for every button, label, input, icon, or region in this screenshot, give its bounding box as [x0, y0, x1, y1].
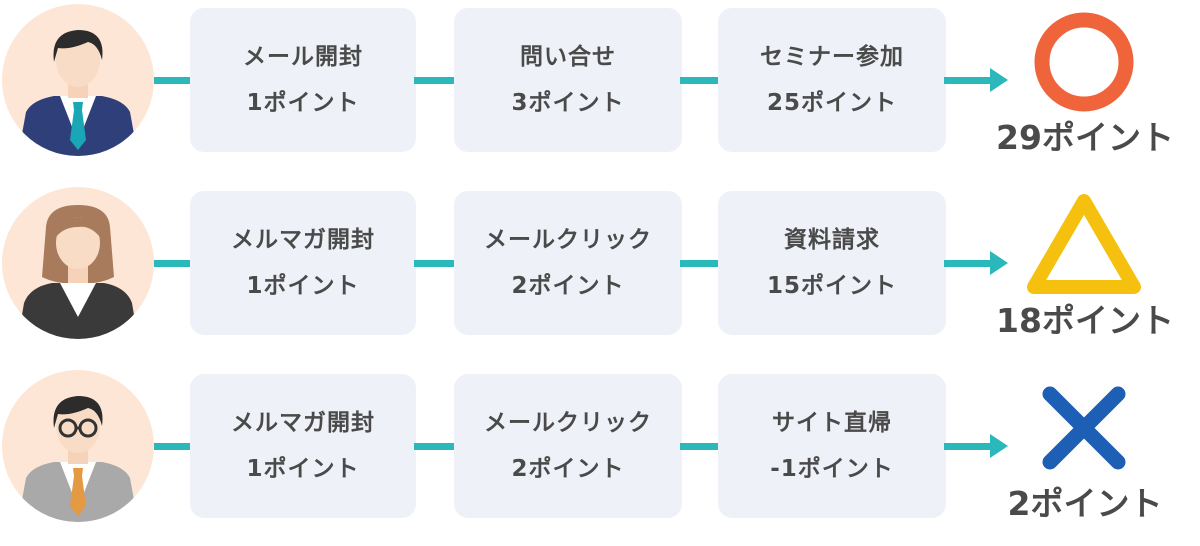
cross-mark-icon — [1022, 366, 1146, 490]
step-action: メール開封 — [243, 44, 363, 70]
step-box: 資料請求 15ポイント — [718, 191, 946, 335]
connector-line — [680, 443, 722, 450]
connector-line — [944, 260, 994, 267]
connector-line — [680, 260, 722, 267]
connector-line — [154, 260, 192, 267]
step-box: メルマガ開封 1ポイント — [190, 191, 416, 335]
journey-row-2: メルマガ開封 1ポイント メールクリック 2ポイント 資料請求 15ポイント 1… — [0, 183, 1200, 343]
connector-line — [414, 77, 456, 84]
step-points: 2ポイント — [511, 273, 625, 299]
connector-line — [154, 77, 192, 84]
total-score: 2ポイント — [1007, 484, 1163, 523]
step-action: 問い合せ — [520, 44, 616, 70]
step-box: サイト直帰 -1ポイント — [718, 374, 946, 518]
step-points: 1ポイント — [246, 456, 360, 482]
connector-line — [944, 443, 994, 450]
glasses-man-avatar-icon — [2, 370, 154, 522]
step-action: メルマガ開封 — [231, 410, 375, 436]
arrow-right-icon — [990, 68, 1008, 92]
arrow-right-icon — [990, 251, 1008, 275]
journey-row-1: メール開封 1ポイント 問い合せ 3ポイント セミナー参加 25ポイント 29ポ… — [0, 0, 1200, 160]
connector-line — [154, 443, 192, 450]
step-box: 問い合せ 3ポイント — [454, 8, 682, 152]
connector-line — [414, 260, 456, 267]
step-action: セミナー参加 — [760, 44, 904, 70]
triangle-mark-icon — [1022, 183, 1146, 307]
total-score: 18ポイント — [996, 301, 1174, 340]
step-points: 1ポイント — [246, 90, 360, 116]
circle-mark-icon — [1022, 0, 1146, 124]
arrow-right-icon — [990, 434, 1008, 458]
step-points: 2ポイント — [511, 456, 625, 482]
businesswoman-avatar-icon — [2, 187, 154, 339]
step-points: 1ポイント — [246, 273, 360, 299]
step-points: 25ポイント — [766, 90, 897, 116]
step-action: メルマガ開封 — [231, 227, 375, 253]
step-box: セミナー参加 25ポイント — [718, 8, 946, 152]
total-score: 29ポイント — [996, 118, 1174, 157]
step-points: 3ポイント — [511, 90, 625, 116]
step-box: メルマガ開封 1ポイント — [190, 374, 416, 518]
step-points: 15ポイント — [766, 273, 897, 299]
step-action: メールクリック — [484, 227, 652, 253]
connector-line — [414, 443, 456, 450]
connector-line — [680, 77, 722, 84]
step-action: 資料請求 — [784, 227, 880, 253]
step-points: -1ポイント — [770, 456, 894, 482]
businessman-avatar-icon — [2, 4, 154, 156]
step-action: メールクリック — [484, 410, 652, 436]
step-box: メールクリック 2ポイント — [454, 374, 682, 518]
journey-row-3: メルマガ開封 1ポイント メールクリック 2ポイント サイト直帰 -1ポイント … — [0, 366, 1200, 526]
connector-line — [944, 77, 994, 84]
step-box: メールクリック 2ポイント — [454, 191, 682, 335]
step-box: メール開封 1ポイント — [190, 8, 416, 152]
step-action: サイト直帰 — [772, 410, 892, 436]
